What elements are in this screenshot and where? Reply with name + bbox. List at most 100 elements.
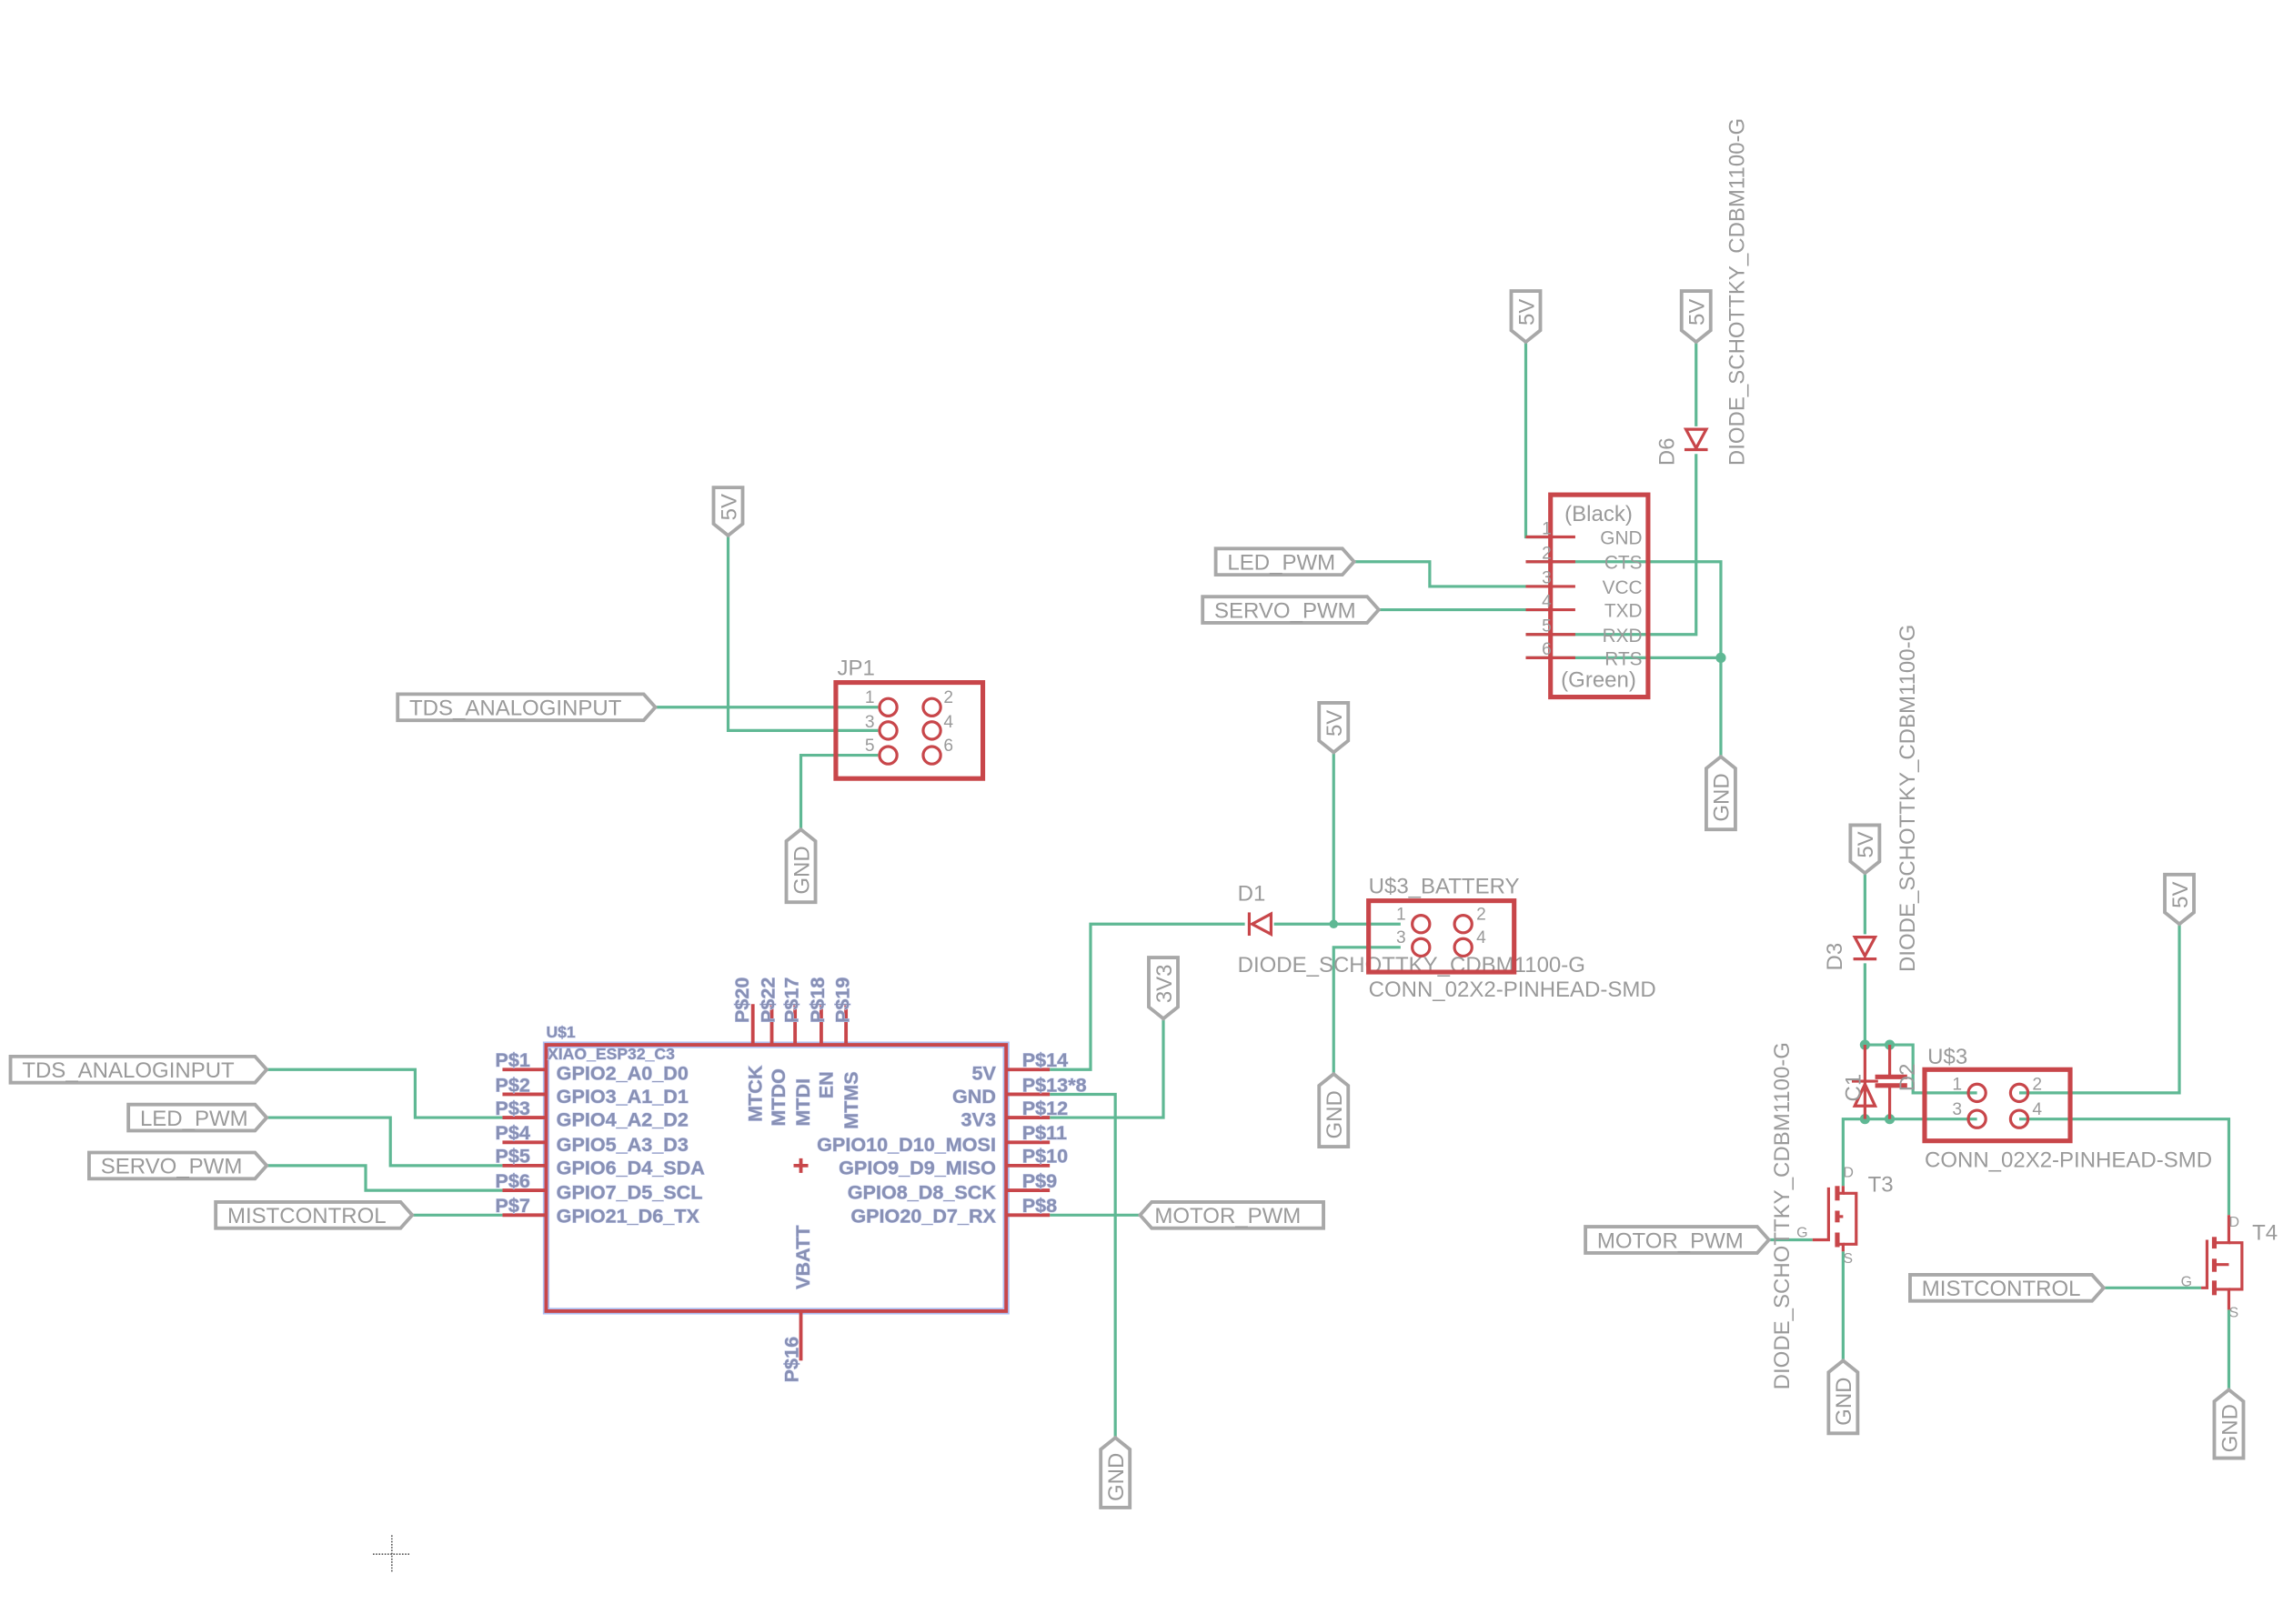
svg-text:SERVO_PWM: SERVO_PWM — [101, 1155, 243, 1179]
pin-name: EN — [815, 1071, 838, 1098]
net-label-motor-pwm[interactable]: MOTOR_PWM — [1137, 1199, 1325, 1230]
diode-d3[interactable]: D3 DIODE_SCHOTTKY_CDBM1100-G — [1823, 625, 1920, 972]
crosshair-cursor-icon — [373, 1535, 411, 1573]
pin-number: P$18 — [806, 977, 829, 1023]
pin-name: MTDO — [767, 1068, 789, 1127]
net-label-motor-pwm[interactable]: MOTOR_PWM — [1584, 1225, 1772, 1255]
pin-name: GND — [952, 1085, 996, 1108]
pin-name: GPIO9_D9_MISO — [839, 1156, 996, 1178]
pin-number: 6 — [1542, 640, 1552, 659]
pin-number: P$4 — [495, 1121, 529, 1144]
svg-text:GND: GND — [1832, 1377, 1856, 1425]
pin-number: P$2 — [495, 1073, 529, 1096]
net-label-5v[interactable]: 5V — [1679, 289, 1713, 345]
diode-c1[interactable]: C1 — [1842, 1045, 1878, 1119]
pin-number: 2 — [943, 688, 953, 707]
net-label-servo-pwm[interactable]: SERVO_PWM — [87, 1150, 269, 1181]
net-label-mistcontrol[interactable]: MISTCONTROL — [214, 1199, 415, 1230]
battery-name: U$3_BATTERY — [1369, 875, 1520, 899]
pin-number: P$6 — [495, 1169, 529, 1192]
pin-number: P$22 — [757, 977, 779, 1023]
net-label-tds-analoginput[interactable]: TDS_ANALOGINPUT — [396, 692, 659, 723]
mosfet-t3[interactable]: G D S T3 — [1796, 1166, 1893, 1267]
jp1-header[interactable]: JP1 1 2 3 4 5 6 — [833, 657, 986, 781]
net-label-gnd[interactable]: GND — [1317, 1071, 1351, 1149]
pin-name: GPIO8_D8_SCK — [848, 1181, 997, 1204]
svg-text:GND: GND — [2218, 1404, 2242, 1452]
pin-number: P$10 — [1022, 1145, 1068, 1168]
svg-text:LED_PWM: LED_PWM — [140, 1107, 248, 1131]
c1-value: DIODE_SCHOTTKY_CDBM1100-G — [1770, 1042, 1795, 1389]
net-label-gnd[interactable]: GND — [784, 827, 818, 905]
pin-number: P$14 — [1022, 1048, 1068, 1071]
pin-number: P$9 — [1022, 1169, 1057, 1192]
jp1-name: JP1 — [838, 657, 875, 681]
xiao-esp32-c3[interactable]: U$1 XIAO_ESP32_C3 P$1 P$2 P$3 P$4 P$5 P$… — [495, 977, 1087, 1383]
pin-name: 5V — [972, 1061, 997, 1084]
net-label-5v[interactable]: 5V — [2163, 872, 2196, 927]
battery-connector[interactable]: 1 2 3 4 U$3_BATTERY CONN_02X2-PINHEAD-SM… — [1366, 875, 1656, 1003]
pin-number: 5 — [865, 737, 875, 756]
uart-connector[interactable]: (Black) (Green) GND CTS VCC TXD RXD RTS … — [1525, 492, 1651, 700]
pin-name: GPIO3_A1_D1 — [557, 1085, 689, 1108]
pin-name: GPIO4_A2_D2 — [557, 1108, 689, 1131]
pin-name: GPIO2_A0_D0 — [557, 1061, 689, 1084]
source-label: S — [1843, 1251, 1853, 1267]
net-label-5v[interactable]: 5V — [711, 486, 745, 538]
svg-text:MOTOR_PWM: MOTOR_PWM — [1154, 1204, 1301, 1228]
net-label-led-pwm[interactable]: LED_PWM — [1213, 546, 1357, 577]
pin-name: VBATT — [791, 1226, 814, 1289]
net-label-3v3[interactable]: 3V3 — [1147, 956, 1180, 1021]
pin-number: 1 — [1396, 905, 1406, 924]
diode-d2[interactable]: D2 — [1875, 1045, 1920, 1119]
pin-number: 4 — [1476, 928, 1486, 947]
pin-number: P$1 — [495, 1048, 529, 1071]
pin-number: 4 — [1542, 592, 1552, 611]
svg-text:MISTCONTROL: MISTCONTROL — [1922, 1277, 2081, 1301]
u3-value: CONN_02X2-PINHEAD-SMD — [1925, 1148, 2212, 1172]
svg-text:GND: GND — [1323, 1090, 1347, 1138]
pin-number: P$16 — [779, 1337, 802, 1382]
t4-name: T4 — [2252, 1221, 2278, 1246]
net-label-5v[interactable]: 5V — [1317, 701, 1351, 755]
pin-number: 6 — [943, 737, 953, 756]
u3-connector[interactable]: 1 2 3 4 U$3 CONN_02X2-PINHEAD-SMD — [1922, 1045, 2212, 1173]
net-label-gnd[interactable]: GND — [1099, 1435, 1132, 1509]
pin-number: P$7 — [495, 1194, 529, 1217]
gate-label: G — [2181, 1275, 2192, 1290]
net-label-tds-analoginput[interactable]: TDS_ANALOGINPUT — [8, 1054, 269, 1085]
pin-number: 3 — [865, 713, 875, 732]
d3-name: D3 — [1823, 943, 1847, 971]
net-label-gnd[interactable]: GND — [1826, 1358, 1860, 1436]
net-label-led-pwm[interactable]: LED_PWM — [126, 1102, 269, 1133]
diode-d6[interactable]: D6 DIODE_SCHOTTKY_CDBM1100-G — [1655, 118, 1750, 466]
svg-text:3V3: 3V3 — [1152, 964, 1177, 1003]
pin-number: P$8 — [1022, 1194, 1057, 1217]
svg-text:LED_PWM: LED_PWM — [1227, 551, 1335, 576]
pin-name: GND — [1600, 528, 1642, 549]
wires — [267, 342, 2231, 1439]
pin-name: VCC — [1603, 577, 1643, 598]
net-label-gnd[interactable]: GND — [1705, 754, 1737, 832]
pin-number: 2 — [2032, 1076, 2042, 1095]
mosfet-t4[interactable]: G D S T4 — [2181, 1215, 2278, 1320]
svg-text:5V: 5V — [1854, 831, 1878, 857]
svg-text:GND: GND — [1104, 1453, 1129, 1501]
uart-bottom-label: (Green) — [1561, 667, 1636, 692]
pin-number: P$3 — [495, 1097, 529, 1119]
pin-name: MTDI — [791, 1078, 814, 1127]
net-label-5v[interactable]: 5V — [1848, 823, 1882, 876]
source-label: S — [2228, 1305, 2238, 1320]
svg-text:SERVO_PWM: SERVO_PWM — [1214, 598, 1356, 623]
pin-name: GPIO7_D5_SCL — [557, 1181, 703, 1204]
svg-text:GND: GND — [789, 846, 814, 894]
pin-number: 2 — [1542, 545, 1552, 564]
pin-number: P$13*8 — [1022, 1073, 1087, 1096]
net-label-5v[interactable]: 5V — [1509, 289, 1543, 345]
net-label-mistcontrol[interactable]: MISTCONTROL — [1908, 1272, 2107, 1303]
pin-number: P$17 — [779, 977, 802, 1023]
net-label-gnd[interactable]: GND — [2212, 1387, 2246, 1460]
svg-text:5V: 5V — [1514, 299, 1539, 326]
net-label-servo-pwm[interactable]: SERVO_PWM — [1201, 595, 1382, 625]
